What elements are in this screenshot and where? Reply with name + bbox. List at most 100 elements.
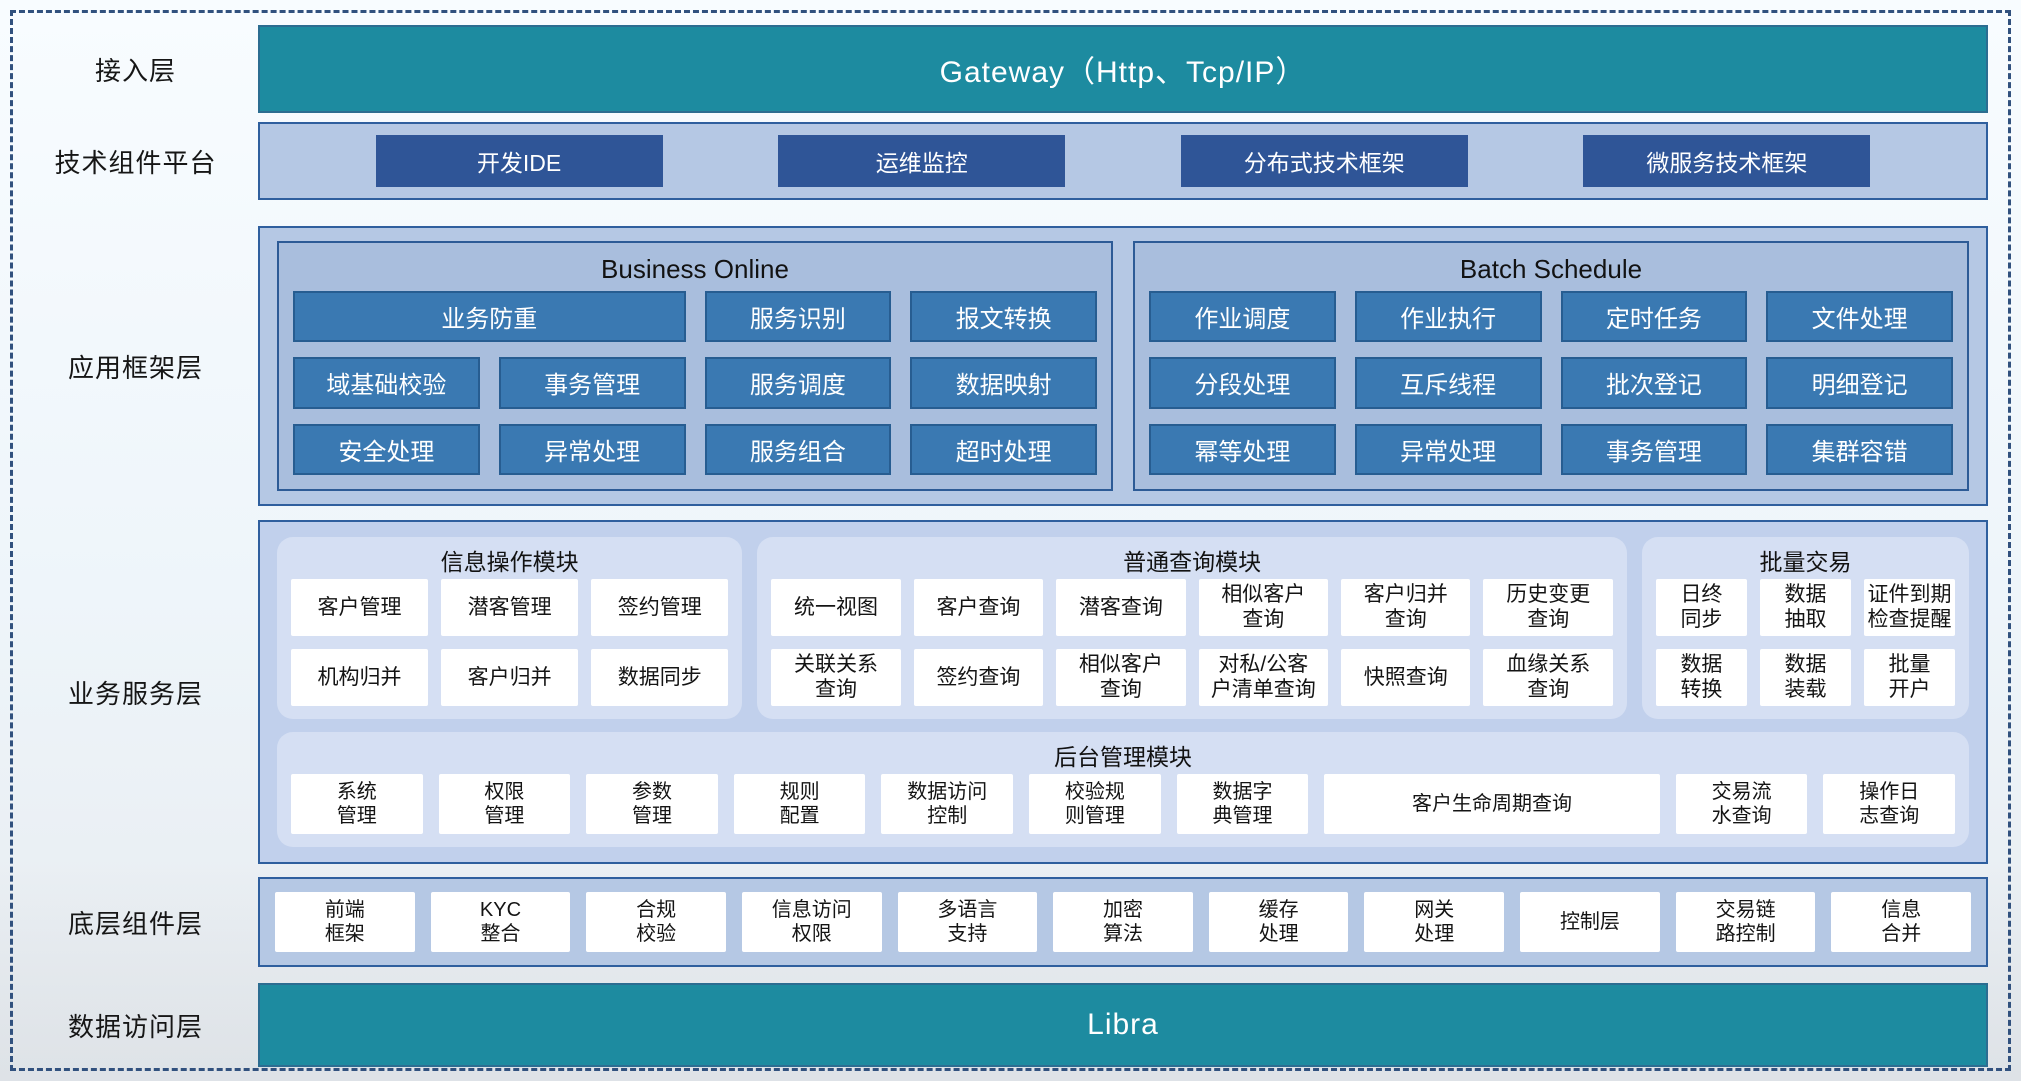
admin-item-customer-lifecycle: 客户生命周期查询 <box>1324 773 1660 834</box>
app-framework-band: Business Online 业务防重 服务识别 报文转换 域基础校验 事务管… <box>258 226 1988 506</box>
tech-item-microservice-framework: 微服务技术框架 <box>1583 135 1871 187</box>
trade-item: 批量 开户 <box>1863 648 1955 706</box>
base-item: 加密 算法 <box>1053 892 1193 952</box>
query-item: 客户查询 <box>913 579 1044 636</box>
data-access-row: 数据访问层 Libra <box>13 983 1988 1067</box>
query-item: 潜客查询 <box>1056 579 1186 636</box>
trade-item: 证件到期 检查提醒 <box>1863 579 1955 636</box>
batch-trade-title: 批量交易 <box>1759 549 1852 575</box>
query-item: 客户归并 查询 <box>1341 579 1471 636</box>
common-query-module: 普通查询模块 统一视图 客户查询 潜客查询 相似客户 查询 客户归并 查询 历史… <box>757 537 1627 719</box>
bs-item: 幂等处理 <box>1149 423 1336 475</box>
app-framework-label: 应用框架层 <box>67 352 203 383</box>
libra-bar: Libra <box>258 983 1988 1067</box>
query-module-title: 普通查询模块 <box>1123 549 1262 575</box>
business-service-band: 信息操作模块 客户管理 潜客管理 签约管理 机构归并 客户归并 数据同步 普通查… <box>258 520 1988 864</box>
base-item: KYC 整合 <box>430 892 571 952</box>
bo-item: 域基础校验 <box>293 357 480 409</box>
query-item: 血缘关系 查询 <box>1483 648 1613 706</box>
bo-item: 报文转换 <box>910 291 1097 343</box>
base-components-label: 底层组件层 <box>67 908 203 939</box>
base-item: 网关 处理 <box>1364 892 1505 952</box>
trade-item: 数据 抽取 <box>1759 579 1851 636</box>
batch-schedule-grid: 作业调度 作业执行 定时任务 文件处理 分段处理 互斥线程 批次登记 明细登记 … <box>1149 291 1953 475</box>
service-top-modules: 信息操作模块 客户管理 潜客管理 签约管理 机构归并 客户归并 数据同步 普通查… <box>277 537 1969 719</box>
batch-trade-grid: 日终 同步 数据 抽取 证件到期 检查提醒 数据 转换 数据 装载 批量 开户 <box>1655 579 1955 706</box>
bs-item: 集群容错 <box>1766 423 1953 475</box>
batch-trade-module: 批量交易 日终 同步 数据 抽取 证件到期 检查提醒 数据 转换 数据 装载 批… <box>1641 537 1969 719</box>
batch-schedule-title: Batch Schedule <box>1459 253 1643 284</box>
business-online-grid: 业务防重 服务识别 报文转换 域基础校验 事务管理 服务调度 数据映射 安全处理… <box>293 291 1097 475</box>
query-item: 统一视图 <box>771 579 901 636</box>
tech-item-distributed-framework: 分布式技术框架 <box>1180 135 1468 187</box>
base-item: 信息访问 权限 <box>741 892 882 952</box>
bo-item: 事务管理 <box>498 357 686 409</box>
query-item: 历史变更 查询 <box>1483 579 1613 636</box>
business-service-label: 业务服务层 <box>67 678 203 709</box>
base-item: 信息 合并 <box>1831 892 1972 952</box>
trade-item: 数据 转换 <box>1655 648 1747 706</box>
base-item: 合规 校验 <box>586 892 726 952</box>
query-item: 签约查询 <box>913 648 1044 706</box>
bo-item: 数据映射 <box>910 357 1097 409</box>
bo-item: 异常处理 <box>498 423 686 475</box>
outer-dashed-border <box>10 10 2011 1071</box>
info-item: 机构归并 <box>291 648 429 706</box>
trade-item: 数据 装载 <box>1759 648 1851 706</box>
info-item: 潜客管理 <box>441 579 579 636</box>
architecture-diagram: 接入层 Gateway（Http、Tcp/IP） 技术组件平台 开发IDE 运维… <box>13 13 2008 1068</box>
admin-item: 数据访问 控制 <box>881 773 1014 834</box>
admin-item: 操作日 志查询 <box>1823 773 1956 834</box>
bs-item: 明细登记 <box>1766 357 1953 409</box>
app-framework-row: 应用框架层 Business Online 业务防重 服务识别 报文转换 域基础… <box>13 226 1988 506</box>
query-item: 相似客户 查询 <box>1198 579 1329 636</box>
bo-item: 服务调度 <box>704 357 892 409</box>
base-item: 交易链 路控制 <box>1675 892 1816 952</box>
bo-item: 业务防重 <box>293 291 686 343</box>
info-module-grid: 客户管理 潜客管理 签约管理 机构归并 客户归并 数据同步 <box>291 579 729 706</box>
access-layer-label: 接入层 <box>94 55 176 86</box>
admin-module: 后台管理模块 系统 管理 权限 管理 参数 管理 规则 配置 数据访问 控制 校… <box>277 731 1969 847</box>
info-item: 签约管理 <box>591 579 729 636</box>
batch-schedule-panel: Batch Schedule 作业调度 作业执行 定时任务 文件处理 分段处理 … <box>1133 241 1969 491</box>
query-item: 快照查询 <box>1341 648 1471 706</box>
gateway-bar: Gateway（Http、Tcp/IP） <box>258 25 1988 113</box>
bs-item: 批次登记 <box>1560 357 1748 409</box>
base-components-band: 前端 框架 KYC 整合 合规 校验 信息访问 权限 多语言 支持 加密 算法 … <box>258 877 1988 967</box>
query-module-grid: 统一视图 客户查询 潜客查询 相似客户 查询 客户归并 查询 历史变更 查询 关… <box>771 579 1613 706</box>
base-item: 前端 框架 <box>275 892 415 952</box>
info-module-title: 信息操作模块 <box>440 549 579 575</box>
bs-item: 文件处理 <box>1766 291 1953 343</box>
data-access-label: 数据访问层 <box>67 1011 203 1042</box>
bs-item: 作业执行 <box>1354 291 1542 343</box>
query-item: 相似客户 查询 <box>1056 648 1186 706</box>
admin-item: 权限 管理 <box>438 773 571 834</box>
info-operation-module: 信息操作模块 客户管理 潜客管理 签约管理 机构归并 客户归并 数据同步 <box>277 537 743 719</box>
bo-item: 服务组合 <box>704 423 892 475</box>
base-item: 缓存 处理 <box>1208 892 1349 952</box>
business-online-panel: Business Online 业务防重 服务识别 报文转换 域基础校验 事务管… <box>277 241 1113 491</box>
bs-item: 互斥线程 <box>1354 357 1542 409</box>
admin-item: 交易流 水查询 <box>1675 773 1808 834</box>
admin-item: 系统 管理 <box>291 773 423 834</box>
admin-item: 参数 管理 <box>586 773 718 834</box>
base-item: 控制层 <box>1520 892 1660 952</box>
query-item: 关联关系 查询 <box>771 648 901 706</box>
bo-item: 超时处理 <box>910 423 1097 475</box>
business-online-title: Business Online <box>601 253 789 284</box>
admin-module-items: 系统 管理 权限 管理 参数 管理 规则 配置 数据访问 控制 校验规 则管理 … <box>291 773 1956 834</box>
base-item: 多语言 支持 <box>897 892 1038 952</box>
tech-platform-row: 技术组件平台 开发IDE 运维监控 分布式技术框架 微服务技术框架 <box>13 122 1988 200</box>
bs-item: 异常处理 <box>1354 423 1542 475</box>
tech-item-ops-monitor: 运维监控 <box>778 135 1066 187</box>
bs-item: 分段处理 <box>1149 357 1336 409</box>
base-components-row: 底层组件层 前端 框架 KYC 整合 合规 校验 信息访问 权限 多语言 支持 … <box>13 877 1988 967</box>
info-item: 数据同步 <box>591 648 729 706</box>
trade-item: 日终 同步 <box>1655 579 1747 636</box>
info-item: 客户管理 <box>291 579 429 636</box>
bo-item: 服务识别 <box>704 291 892 343</box>
bs-item: 事务管理 <box>1560 423 1748 475</box>
bs-item: 作业调度 <box>1149 291 1336 343</box>
admin-item: 数据字 典管理 <box>1176 773 1309 834</box>
tech-platform-label: 技术组件平台 <box>54 147 217 178</box>
